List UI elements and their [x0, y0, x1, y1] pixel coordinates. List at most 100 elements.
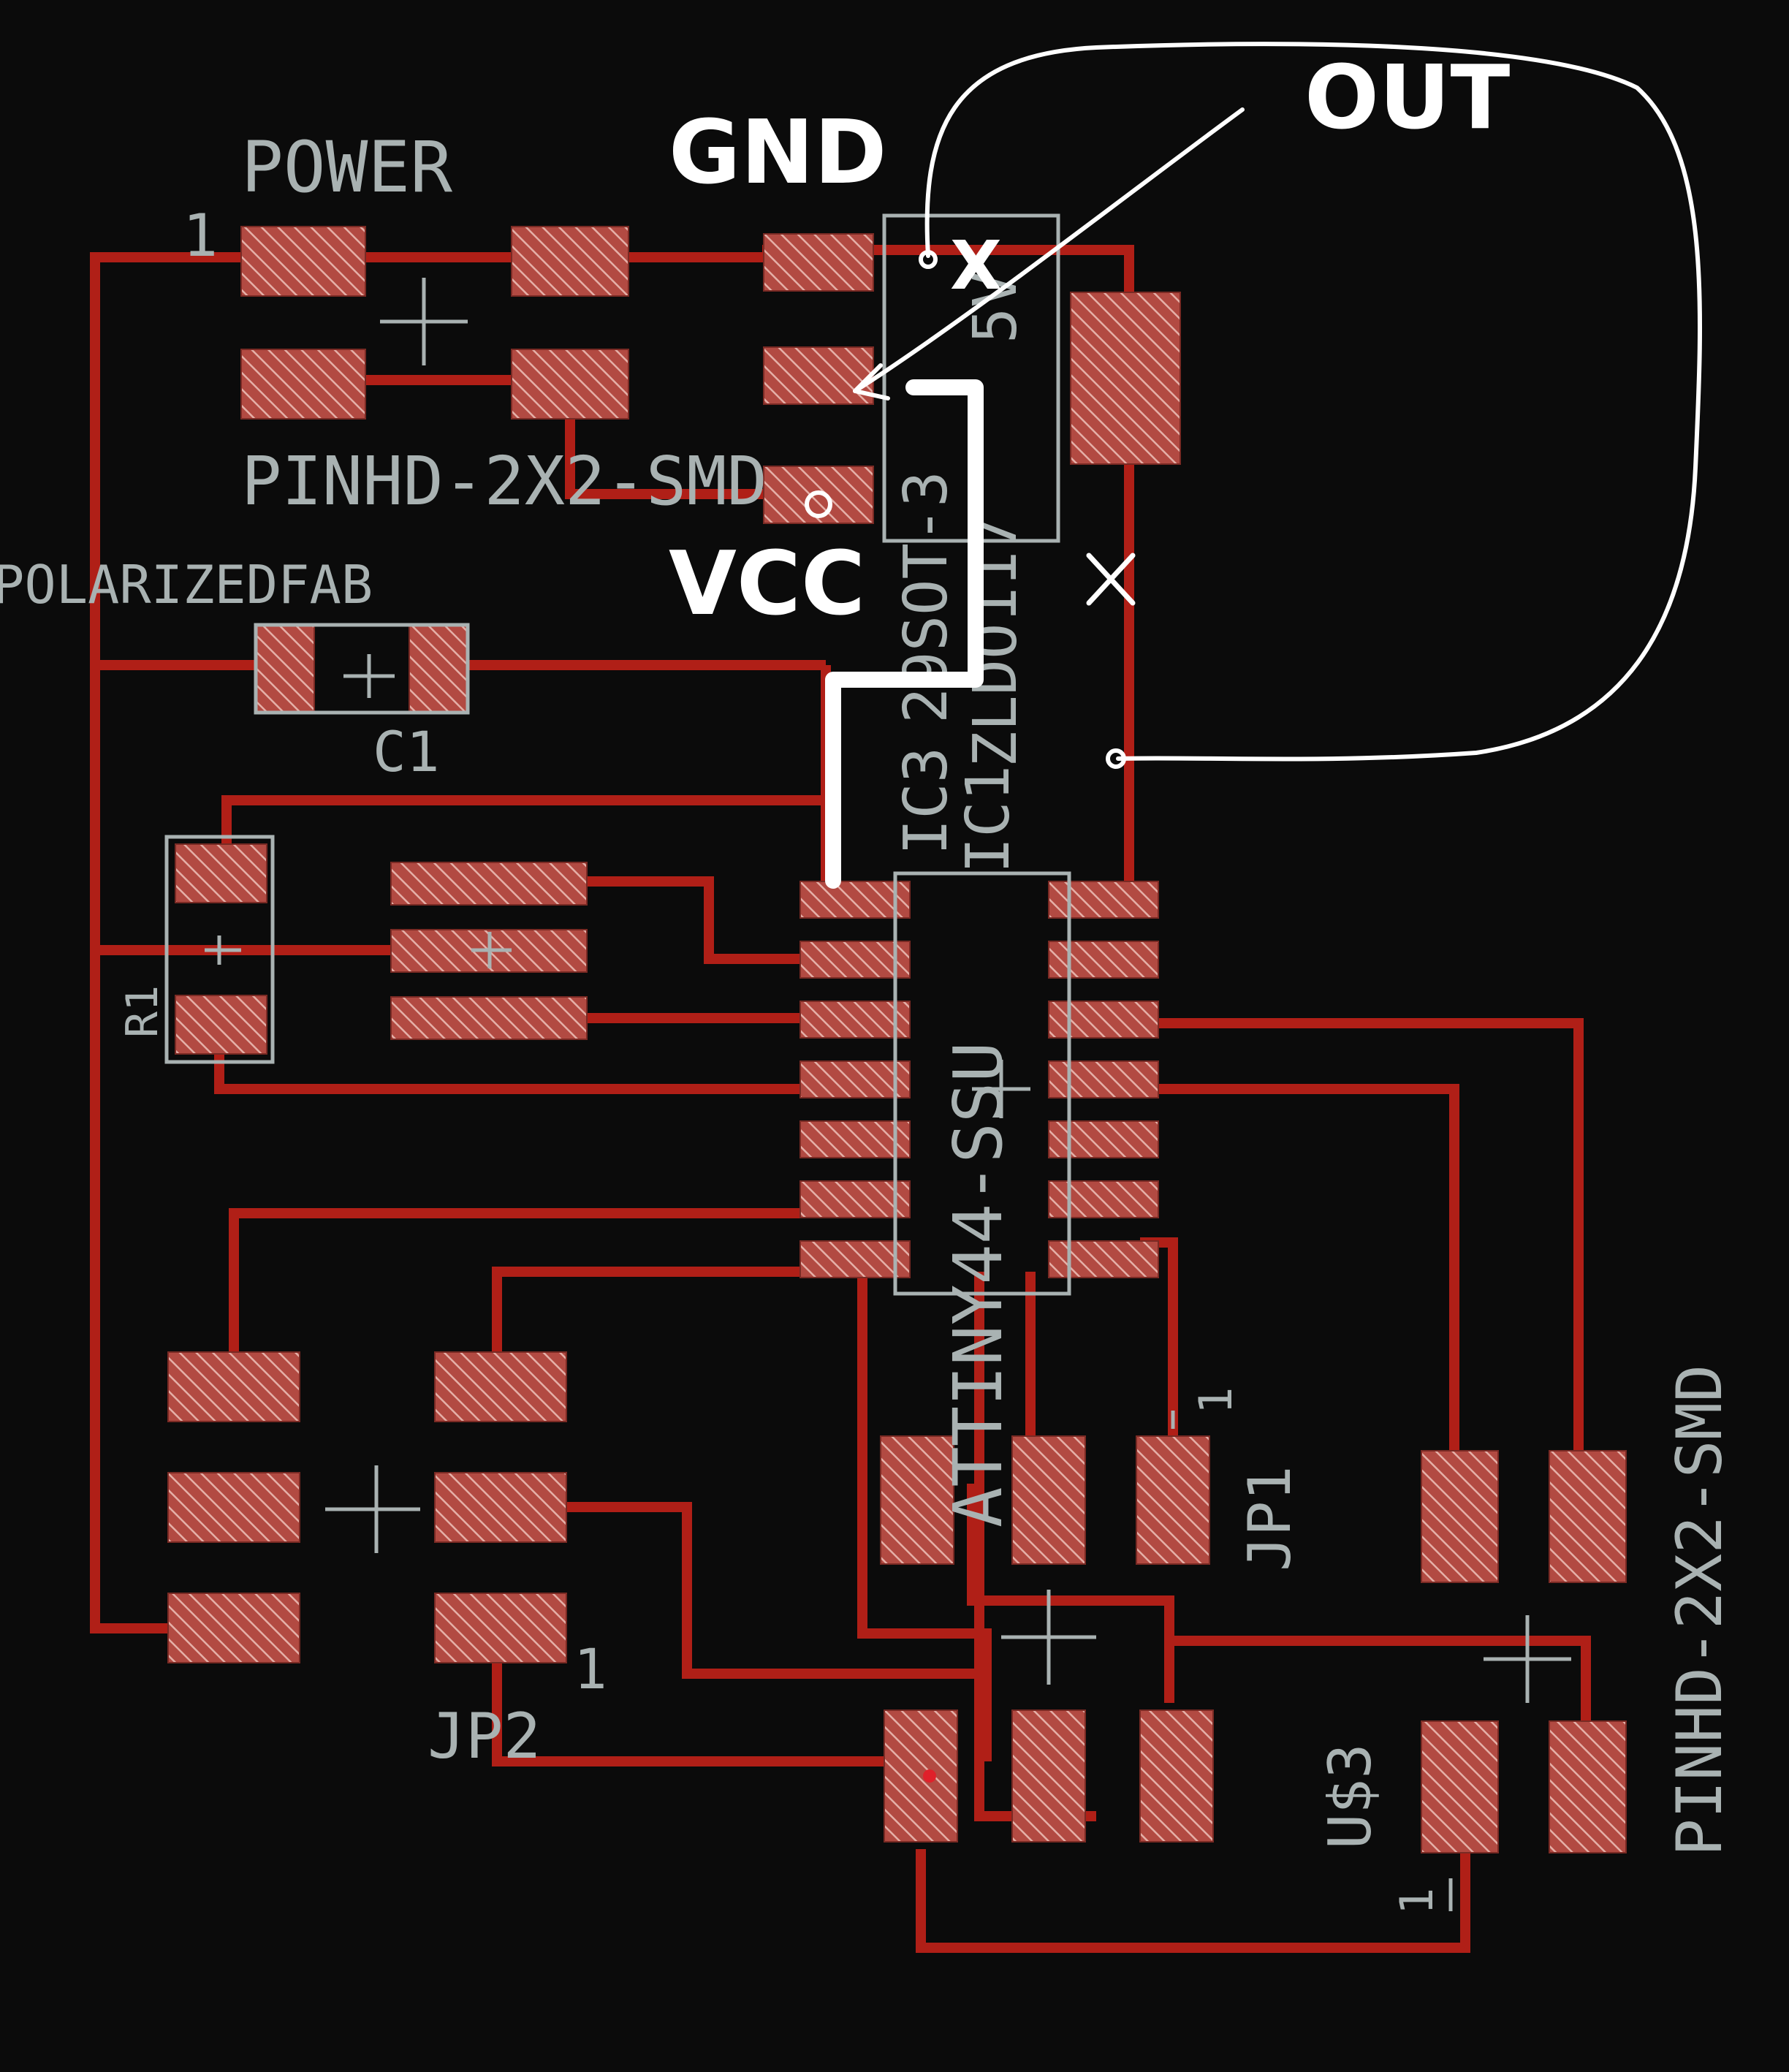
- trace-res-top: [585, 876, 826, 964]
- trace-jp2-bottom: [492, 1628, 899, 1766]
- pad: [511, 226, 629, 297]
- trace-ic-right-1: [1140, 1018, 1584, 1454]
- attiny-outline: [893, 871, 1071, 1296]
- pad: [1048, 881, 1159, 919]
- crosshair: [205, 936, 241, 965]
- pad: [175, 995, 267, 1055]
- power-pin1-label: 1: [183, 202, 218, 270]
- regulator-label-4: 5V: [961, 271, 1030, 344]
- jp1-label: JP1: [1236, 1466, 1304, 1572]
- pad: [240, 349, 366, 420]
- pad: [1070, 292, 1181, 465]
- jp2-pin1-label: 1: [574, 1636, 607, 1701]
- pad: [434, 1593, 567, 1663]
- vcc-jumper-wire: [825, 379, 984, 889]
- hand-annotations: [805, 42, 1703, 889]
- crosshair: [1001, 1590, 1096, 1685]
- pad: [167, 1593, 300, 1663]
- pad: [799, 1180, 911, 1218]
- pad: [240, 226, 366, 297]
- out-annotation: OUT: [1304, 48, 1510, 149]
- c1-outline: [254, 623, 470, 715]
- wire-endpoint: [1106, 748, 1126, 769]
- wire-endpoint: [805, 490, 832, 518]
- gnd-loop-wire: [924, 42, 1703, 762]
- pad: [763, 346, 874, 405]
- jp1-pin1-label: 1: [1189, 1387, 1242, 1414]
- x-mark: [1086, 553, 1136, 606]
- pad: [409, 624, 468, 713]
- pad: [1048, 1120, 1159, 1158]
- pad: [175, 843, 267, 903]
- crosshair: [972, 1060, 1030, 1118]
- pad: [167, 1472, 300, 1543]
- pinhd-top-label: PINHD-2X2-SMD: [241, 442, 767, 520]
- pad: [511, 349, 629, 420]
- trace-jp1-down: [967, 1484, 1174, 1703]
- pad-marker: [923, 1769, 936, 1783]
- out-arrow-head: [853, 363, 890, 401]
- r1-label: R1: [117, 985, 168, 1038]
- pad: [434, 1351, 567, 1422]
- trace-ic-right-2: [1140, 1084, 1459, 1454]
- pad: [1048, 941, 1159, 979]
- pad: [1048, 1060, 1159, 1098]
- trace-left-jp2: [229, 1208, 826, 1352]
- trace-bottom-loop: [916, 1849, 1470, 1953]
- pad: [1549, 1450, 1627, 1583]
- vcc-annotation: VCC: [669, 534, 865, 635]
- copper-traces: [90, 245, 1591, 1953]
- crosshair: [325, 1465, 420, 1553]
- pad: [1549, 1720, 1627, 1853]
- pad: [1011, 1435, 1086, 1565]
- pad: [1421, 1720, 1499, 1853]
- pad: [1048, 1240, 1159, 1278]
- pad: [799, 1060, 911, 1098]
- r1-outline: [164, 835, 275, 1064]
- trace-ic-down-1: [857, 1272, 992, 1761]
- pad: [1139, 1709, 1214, 1843]
- trace-reg-to-r1: [221, 795, 826, 844]
- pad: [1421, 1450, 1499, 1583]
- trace-jp2-top-right: [492, 1267, 826, 1352]
- pad: [799, 1120, 911, 1158]
- pad: [390, 996, 588, 1040]
- pad: [434, 1472, 567, 1543]
- x-annotation: X: [950, 227, 1002, 305]
- attiny-label: ATTINY44-SSU: [939, 1041, 1017, 1528]
- pads: [167, 226, 1627, 1853]
- pad: [763, 233, 874, 292]
- pad: [799, 1001, 911, 1039]
- polarized-label: POLARIZEDFAB: [0, 554, 373, 615]
- pinhd-right-label: PINHD-2X2-SMD: [1663, 1365, 1736, 1856]
- pad: [1048, 1180, 1159, 1218]
- ic1-label: IC1: [954, 765, 1023, 873]
- out-arrow: [853, 107, 1245, 393]
- pad: [1011, 1709, 1086, 1843]
- us3-pin1-label: 1: [1390, 1888, 1443, 1915]
- pad: [390, 862, 588, 906]
- jp2-label: JP2: [428, 1700, 541, 1773]
- wire-endpoint: [919, 250, 938, 269]
- pad: [167, 1351, 300, 1422]
- pad: [799, 881, 911, 919]
- us3-label: U$3: [1316, 1744, 1384, 1850]
- pad: [255, 624, 315, 713]
- c1-label: C1: [373, 719, 440, 784]
- pad: [1136, 1435, 1210, 1565]
- power-label: POWER: [241, 126, 452, 208]
- regulator-label-1: IC3: [892, 747, 961, 855]
- crosshair: [1484, 1615, 1571, 1703]
- pad: [880, 1435, 954, 1565]
- crosshair: [471, 932, 512, 968]
- trace-mid-to-right: [1169, 1636, 1591, 1747]
- crosshair: [380, 278, 468, 365]
- pad: [884, 1709, 958, 1843]
- gnd-annotation: GND: [669, 102, 887, 204]
- trace-jp2-to-bottom: [563, 1502, 1096, 1821]
- pad: [1048, 1001, 1159, 1039]
- trace-r1-bottom: [214, 1052, 826, 1094]
- pad: [799, 941, 911, 979]
- crosshair: [343, 654, 395, 698]
